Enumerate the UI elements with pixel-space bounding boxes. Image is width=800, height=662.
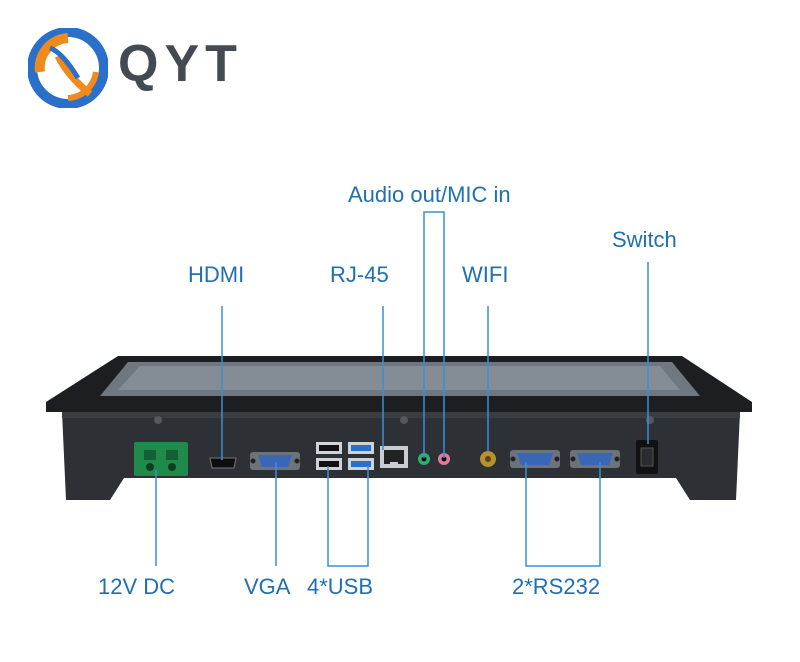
- rs232-port-2: [570, 450, 620, 468]
- label-dc: 12V DC: [98, 574, 176, 599]
- usb-ports: [316, 442, 374, 470]
- screw-icon: [400, 416, 408, 424]
- dc-terminal: [134, 442, 188, 476]
- label-rj45: RJ-45: [330, 262, 389, 287]
- power-switch: [636, 440, 658, 474]
- wifi-connector: [480, 451, 496, 467]
- logo-mark-icon: [27, 27, 109, 109]
- label-vga: VGA: [244, 574, 291, 599]
- label-rs232: 2*RS232: [512, 574, 601, 599]
- label-switch: Switch: [612, 227, 677, 252]
- label-hdmi: HDMI: [188, 262, 245, 287]
- rs232-port-1: [510, 450, 560, 468]
- brand-name: QYT: [118, 35, 243, 93]
- screw-icon: [646, 416, 654, 424]
- audio-jacks: [418, 453, 450, 465]
- label-audio: Audio out/MIC in: [348, 182, 511, 207]
- label-wifi: WIFI: [462, 262, 509, 287]
- vga-port: [250, 452, 300, 470]
- hdmi-port: [209, 457, 237, 469]
- callout-lines: [155, 211, 649, 567]
- qyt-logo: [27, 27, 109, 109]
- label-usb: 4*USB: [307, 574, 374, 599]
- rj45-port: [380, 446, 408, 468]
- screw-icon: [154, 416, 162, 424]
